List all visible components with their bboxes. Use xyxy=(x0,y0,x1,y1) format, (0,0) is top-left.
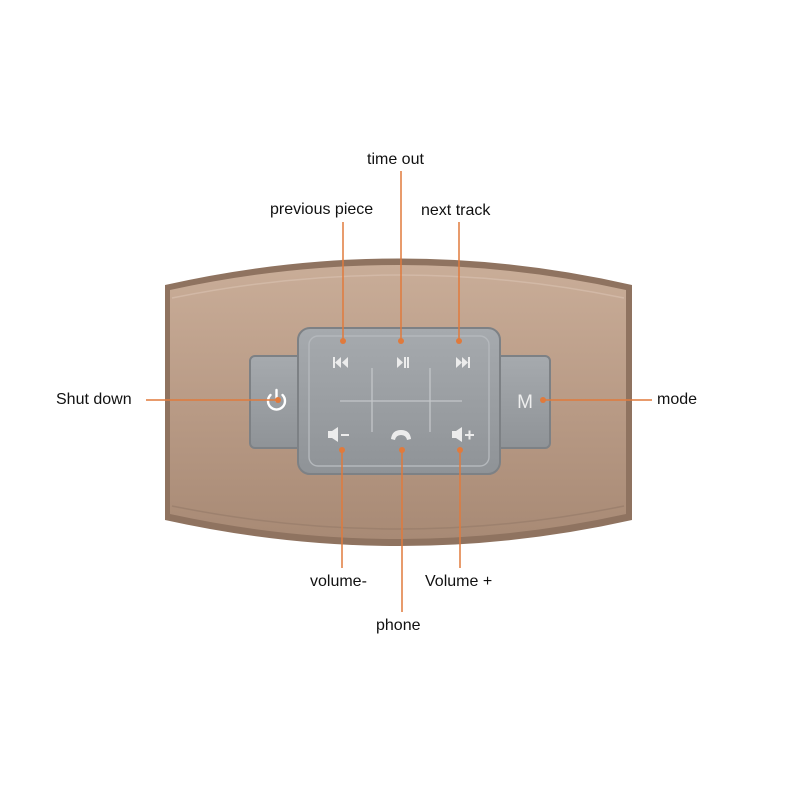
label-next-track: next track xyxy=(421,202,491,219)
volume-down-button[interactable] xyxy=(328,427,349,442)
media-button-panel xyxy=(297,327,501,475)
label-previous-piece: previous piece xyxy=(270,201,374,218)
volume-up-icon xyxy=(452,427,474,442)
label-time-out: time out xyxy=(367,151,424,168)
play-pause-button[interactable] xyxy=(397,357,409,368)
play-pause-icon xyxy=(397,357,409,368)
label-mode: mode xyxy=(657,391,698,408)
callout-lines xyxy=(146,171,652,612)
label-shut-down: Shut down xyxy=(56,391,132,408)
callout-dots xyxy=(275,338,546,453)
panel-dividers xyxy=(340,368,462,432)
label-volume-minus: volume- xyxy=(310,573,367,590)
label-phone: phone xyxy=(376,617,421,634)
previous-track-button[interactable] xyxy=(333,357,348,368)
next-track-icon xyxy=(456,357,470,368)
mode-button[interactable]: M xyxy=(493,355,551,449)
phone-button[interactable] xyxy=(391,430,411,440)
mode-letter: M xyxy=(517,392,533,413)
label-volume-plus: Volume + xyxy=(425,573,493,590)
volume-up-button[interactable] xyxy=(452,427,474,442)
previous-track-icon xyxy=(333,357,348,368)
next-track-button[interactable] xyxy=(456,357,470,368)
volume-down-icon xyxy=(328,427,349,442)
phone-icon xyxy=(391,430,411,440)
